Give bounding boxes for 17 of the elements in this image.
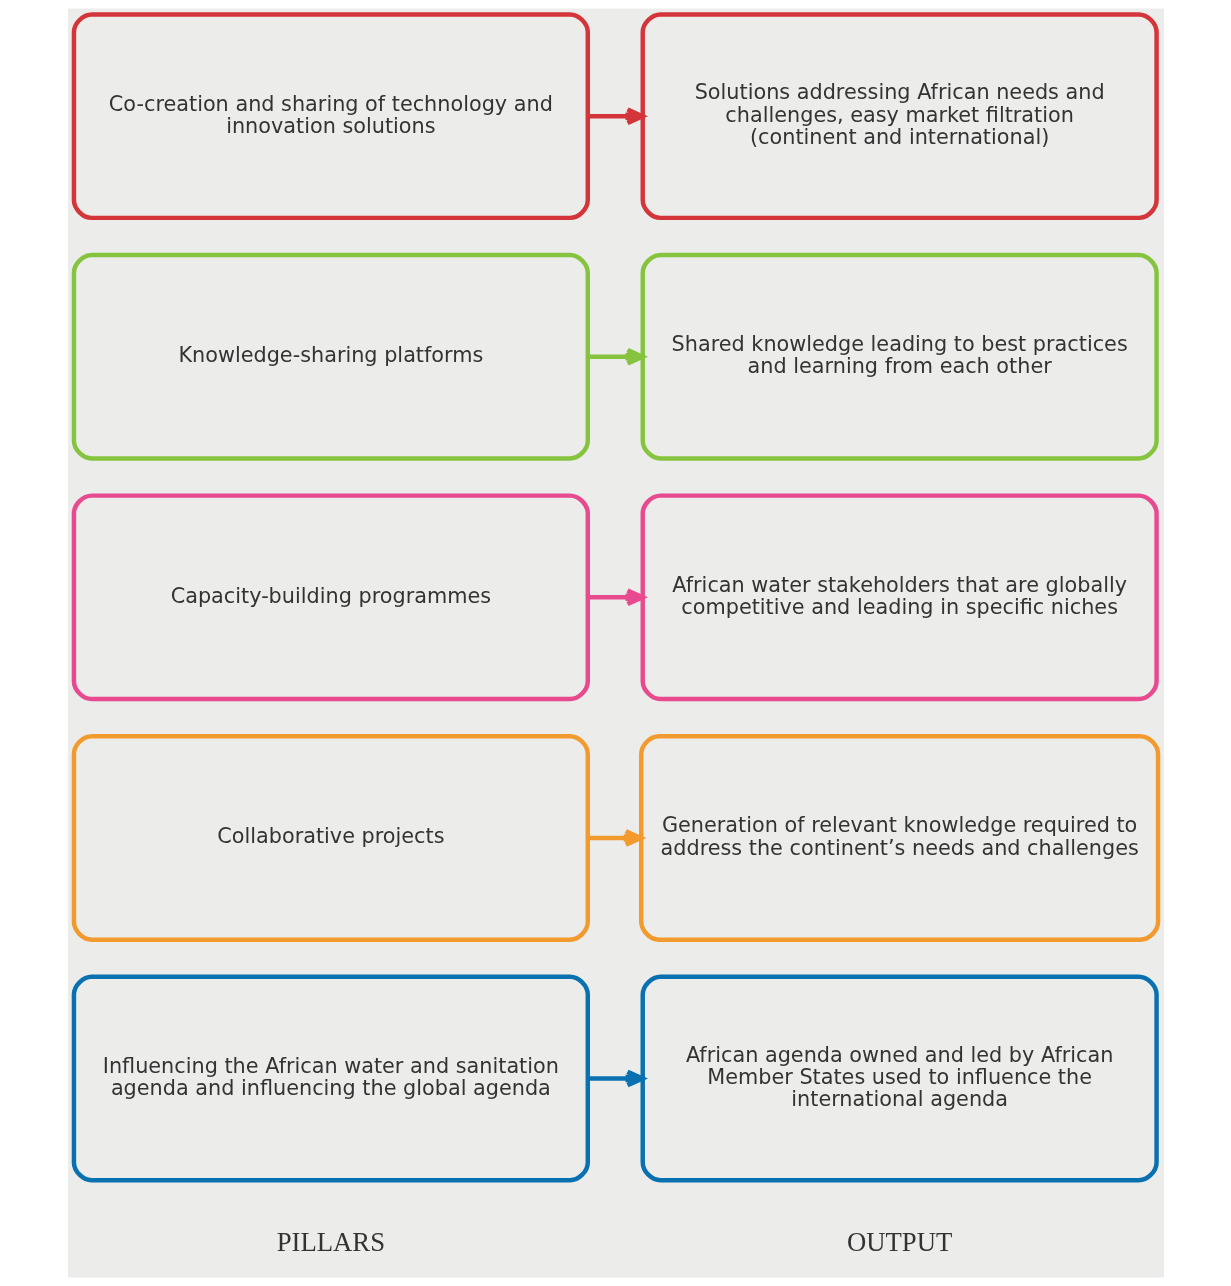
node-box: Shared knowledge leading to best practices and learning from each other (640, 252, 1159, 461)
arrow (587, 1069, 645, 1088)
node-box: Solutions addressing African needs and challenges, easy market filtration (continent and international) (640, 12, 1159, 221)
node-box: Influencing the African water and sanitation agenda and influencing the global agenda (71, 974, 590, 1183)
arrow (587, 829, 643, 847)
arrow (587, 347, 645, 366)
node-box: Collaborative projects (71, 733, 590, 942)
node-box: Capacity-building programmes (71, 493, 590, 702)
arrow (587, 588, 645, 607)
label: OUTPUT (846, 1227, 952, 1258)
node-box: African water stakeholders that are globally competitive and leading in specific niches (640, 493, 1159, 702)
node-box: Knowledge-sharing platforms (71, 252, 590, 461)
label: PILLARS (276, 1227, 385, 1258)
arrow (587, 107, 645, 126)
node-box: Generation of relevant knowledge required to address the continent’s needs and challenges (638, 733, 1160, 942)
node-box: African agenda owned and led by African Member States used to influence the international agenda (640, 974, 1159, 1183)
node-box: Co-creation and sharing of technology and innovation solutions (71, 12, 590, 221)
